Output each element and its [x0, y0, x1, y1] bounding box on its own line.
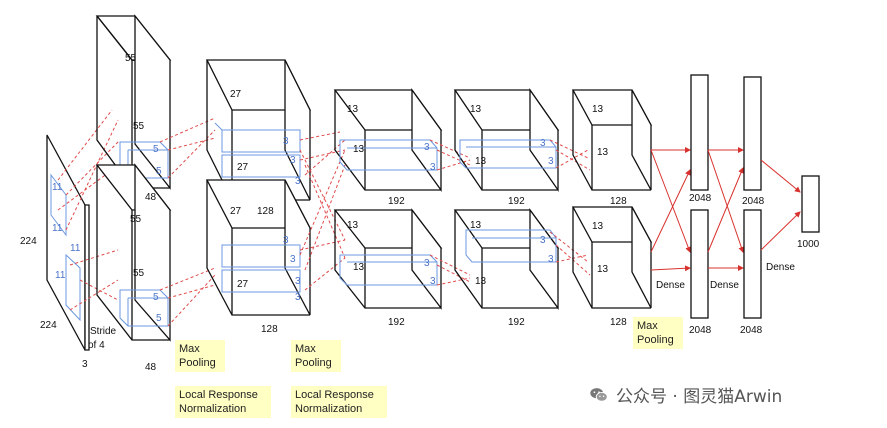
connections-conv5-dense1 — [650, 147, 692, 272]
conv2-bottom-volume — [205, 179, 312, 316]
connections-dense2-output — [760, 159, 801, 251]
conv5-top-13-b: 13 — [597, 147, 609, 158]
conv4-bot-13-b: 13 — [475, 276, 487, 287]
conv5-bot-128: 128 — [610, 317, 627, 328]
conv1-top-55-b: 55 — [133, 121, 145, 132]
input-depth-label: 3 — [82, 359, 88, 370]
conv3-top-192: 192 — [388, 196, 405, 207]
kernel-11-top-b: 11 — [52, 223, 63, 234]
dense2-top-2048: 2048 — [742, 196, 765, 207]
max-pooling-note-2: Max Pooling — [291, 340, 341, 372]
dense2-label: Dense — [710, 280, 739, 291]
conv2-top-27-b: 27 — [237, 162, 249, 173]
conv4-top-192: 192 — [508, 196, 525, 207]
conv4-top-volume — [453, 87, 560, 193]
conv3-bottom-volume — [333, 208, 443, 310]
kernel-3-c4-b: 3 — [548, 156, 554, 167]
input-volume — [46, 134, 90, 351]
dense1-bottom — [690, 209, 709, 319]
kernel-3-c3-d: 3 — [430, 276, 436, 287]
conv1-bot-55-a: 55 — [130, 214, 142, 225]
stride-label-line1: Stride — [90, 326, 117, 337]
input-width-label: 224 — [40, 320, 57, 331]
watermark: 公众号 · 图灵猫Arwin — [588, 382, 782, 407]
watermark-text: 公众号 · 图灵猫Arwin — [616, 387, 783, 407]
conv1-bottom-volume — [95, 163, 172, 342]
kernel-5-bot-a: 5 — [153, 292, 159, 303]
conv1-bot-48: 48 — [145, 362, 157, 373]
kernel-3-c2-e: 3 — [290, 254, 296, 265]
kernel-5-top-a: 5 — [153, 144, 159, 155]
dense1-label: Dense — [656, 280, 685, 291]
conv3-bot-192: 192 — [388, 317, 405, 328]
dense1-bot-2048: 2048 — [689, 325, 712, 336]
kernel-3-c2-a: 3 — [283, 136, 289, 147]
dense3-label: Dense — [766, 262, 795, 273]
kernel-3-c3-c: 3 — [424, 258, 430, 269]
kernel-11-bot-b: 11 — [55, 270, 66, 281]
kernel-3-c3-a: 3 — [424, 142, 430, 153]
connections-conv2-conv3 — [299, 131, 346, 291]
output-1000: 1000 — [797, 239, 820, 250]
dense1-top-2048: 2048 — [689, 193, 712, 204]
conv4-bot-192: 192 — [508, 317, 525, 328]
conv3-top-volume — [333, 87, 443, 193]
conv4-top-13-b: 13 — [475, 156, 487, 167]
kernel-5-top-b: 5 — [156, 166, 162, 177]
conv3-top-13-b: 13 — [353, 144, 365, 155]
input-height-label: 224 — [20, 236, 37, 247]
wechat-icon — [590, 387, 608, 402]
kernel-3-c4-d: 3 — [548, 254, 554, 265]
connections-conv4-conv5 — [549, 139, 591, 276]
conv5-top-volume — [571, 89, 653, 191]
kernel-3-c4-c: 3 — [540, 235, 546, 246]
dense1-top — [690, 74, 709, 191]
conv5-top-128: 128 — [610, 196, 627, 207]
dense2-bottom — [743, 209, 762, 319]
conv2-top-27-c: 27 — [230, 206, 242, 217]
conv4-top-13-a: 13 — [470, 104, 482, 115]
dense2-top — [743, 76, 762, 191]
kernel-3-c4-a: 3 — [540, 138, 546, 149]
lrn-note-1: Local Response Normalization — [175, 386, 271, 418]
conv1-top-48: 48 — [145, 192, 157, 203]
conv2-top-128: 128 — [257, 206, 274, 217]
conv5-bottom-volume — [571, 206, 653, 309]
conv5-bot-13-a: 13 — [592, 221, 604, 232]
output-layer — [801, 175, 820, 233]
kernel-11-top-a: 11 — [52, 182, 63, 193]
kernel-3-c2-g: 3 — [295, 292, 301, 303]
conv2-top-27-a: 27 — [230, 89, 242, 100]
max-pooling-note-3: Max Pooling — [633, 317, 683, 349]
lrn-note-2: Local Response Normalization — [291, 386, 387, 418]
conv4-bot-13-a: 13 — [470, 220, 482, 231]
connections-conv3-conv4 — [429, 139, 471, 286]
connections-input-conv1 — [57, 109, 121, 311]
conv3-bot-13-b: 13 — [353, 262, 365, 273]
connections-dense1-dense2 — [707, 147, 745, 271]
kernel-3-c2-f: 3 — [295, 276, 301, 287]
conv3-top-13-a: 13 — [347, 104, 359, 115]
conv1-top-55-a: 55 — [125, 53, 137, 64]
conv4-bottom-volume — [453, 208, 560, 310]
conv2-bot-128: 128 — [261, 324, 278, 335]
kernel-5-bot-b: 5 — [156, 313, 162, 324]
conv3-bot-13-a: 13 — [347, 220, 359, 231]
stride-label-line2: of 4 — [88, 340, 105, 351]
kernel-3-c3-b: 3 — [430, 162, 436, 173]
kernel-3-c2-c: 3 — [295, 176, 301, 187]
conv5-top-13-a: 13 — [592, 104, 604, 115]
conv1-top-volume — [95, 14, 172, 190]
conv2-bot-27: 27 — [237, 279, 249, 290]
kernel-3-c2-b: 3 — [290, 155, 296, 166]
dense2-bot-2048: 2048 — [740, 325, 763, 336]
kernel-3-c2-d: 3 — [283, 235, 289, 246]
conv1-bot-55-b: 55 — [133, 268, 145, 279]
conv5-bot-13-b: 13 — [597, 264, 609, 275]
kernel-11-bot-a: 11 — [70, 243, 81, 254]
max-pooling-note-1: Max Pooling — [175, 340, 225, 372]
